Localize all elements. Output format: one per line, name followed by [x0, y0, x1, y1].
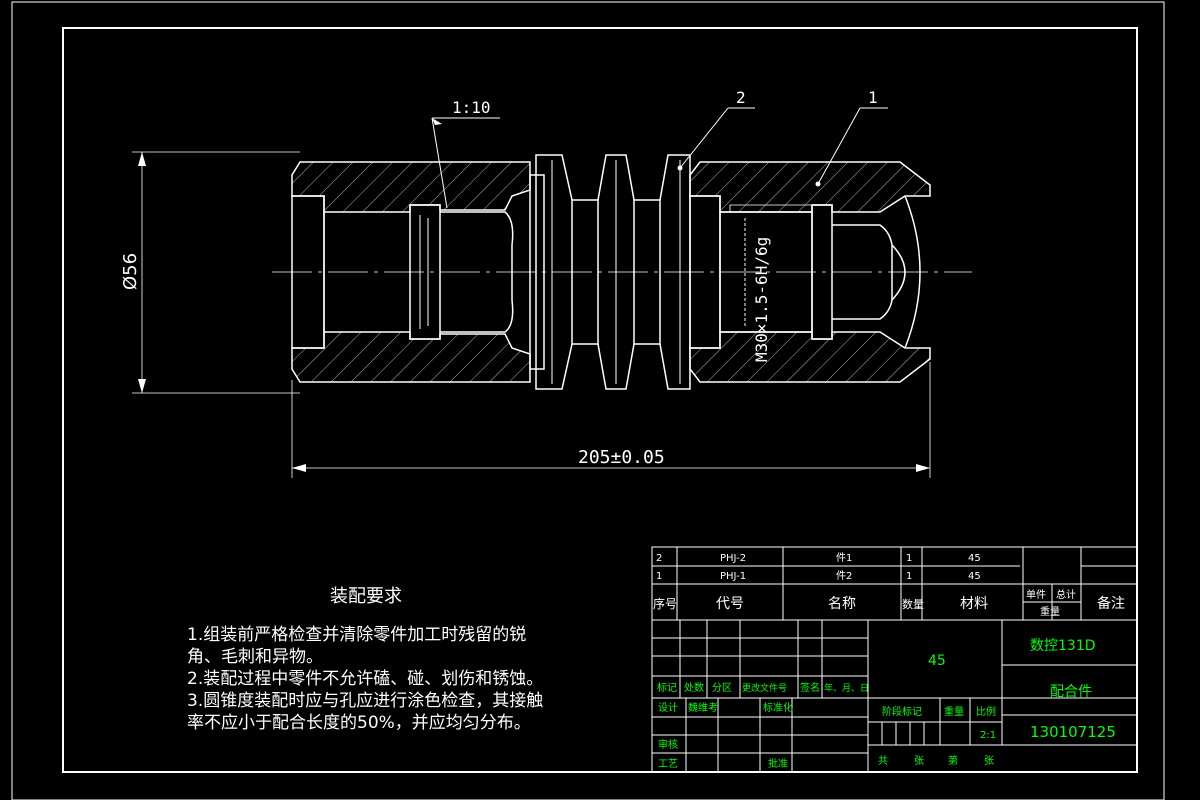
- svg-text:PHJ-2: PHJ-2: [720, 553, 746, 564]
- svg-text:2: 2: [656, 553, 662, 564]
- left-part: [291, 161, 531, 383]
- school-name: 数控131D: [1030, 638, 1096, 654]
- svg-text:1: 1: [656, 571, 662, 582]
- outer-border: [11, 1, 1165, 800]
- part-name: 配合件: [1050, 684, 1092, 700]
- requirement-line: 角、毛刺和异物。: [187, 647, 323, 667]
- svg-text:批准: 批准: [768, 757, 788, 770]
- drawing-number: 130107125: [1030, 723, 1116, 741]
- svg-text:序号: 序号: [653, 596, 677, 611]
- requirement-line: 3.圆锥度装配时应与孔应进行涂色检查，其接触: [187, 691, 544, 711]
- svg-text:第: 第: [948, 754, 958, 767]
- svg-text:重量: 重量: [1040, 605, 1060, 618]
- title-block-grid: [651, 546, 1138, 773]
- bom-table: 2 PHJ-2 件1 1 45 1 PHJ-1 件2 1 45 序号 代号 名称…: [653, 552, 1125, 618]
- svg-text:比例: 比例: [976, 705, 996, 718]
- taper-label: 1:10: [452, 98, 491, 117]
- svg-text:总计: 总计: [1056, 588, 1076, 601]
- requirements-title: 装配要求: [330, 586, 402, 607]
- taper-callout: 1:10: [431, 98, 500, 209]
- svg-text:材料: 材料: [960, 596, 988, 612]
- requirement-line: 率不应小于配合长度的50%，并应均匀分布。: [187, 713, 531, 733]
- svg-text:更改文件号: 更改文件号: [742, 682, 787, 694]
- svg-text:1: 1: [868, 88, 878, 107]
- thread-label: M30×1.5-6H/6g: [752, 237, 771, 362]
- svg-text:数量: 数量: [902, 598, 924, 611]
- svg-text:重量: 重量: [944, 705, 964, 718]
- material-value: 45: [928, 653, 946, 669]
- svg-text:45: 45: [968, 571, 981, 582]
- svg-text:签名: 签名: [800, 681, 820, 694]
- svg-text:分区: 分区: [712, 682, 732, 694]
- svg-text:标记: 标记: [657, 682, 677, 694]
- diameter-dimension: Ø56: [120, 151, 300, 394]
- svg-text:件1: 件1: [836, 552, 852, 564]
- svg-text:代号: 代号: [716, 596, 744, 612]
- scale-value: 2:1: [980, 730, 996, 741]
- svg-text:1: 1: [906, 553, 912, 564]
- svg-text:设计: 设计: [658, 701, 678, 714]
- svg-text:45: 45: [968, 553, 981, 564]
- svg-text:张: 张: [914, 755, 924, 767]
- svg-text:年、月、日: 年、月、日: [824, 682, 869, 694]
- svg-text:件2: 件2: [836, 570, 852, 582]
- svg-text:2: 2: [736, 88, 746, 107]
- requirement-line: 2.装配过程中零件不允许磕、碰、划伤和锈蚀。: [187, 669, 544, 689]
- svg-text:魏维考: 魏维考: [688, 701, 718, 714]
- length-label: 205±0.05: [578, 447, 665, 468]
- right-part: [689, 161, 931, 383]
- svg-text:工艺: 工艺: [658, 758, 678, 770]
- svg-text:PHJ-1: PHJ-1: [720, 571, 746, 582]
- inner-border: [62, 27, 1138, 773]
- diameter-label: Ø56: [120, 253, 141, 290]
- svg-text:共: 共: [878, 755, 888, 767]
- svg-text:单件: 单件: [1026, 589, 1046, 601]
- svg-text:名称: 名称: [828, 596, 856, 612]
- balloon-1: 1: [815, 88, 888, 187]
- requirement-line: 1.组装前严格检查并清除零件加工时残留的锐: [187, 625, 527, 645]
- svg-text:审核: 审核: [658, 738, 678, 751]
- svg-text:阶段标记: 阶段标记: [882, 705, 922, 718]
- svg-text:处数: 处数: [684, 681, 704, 694]
- balloon-2: 2: [677, 88, 755, 171]
- svg-text:1: 1: [906, 571, 912, 582]
- svg-text:张: 张: [984, 755, 994, 767]
- title-block: 标记 处数 分区 更改文件号 签名 年、月、日 设计 魏维考 标准化 阶段标记 …: [657, 638, 1116, 770]
- svg-text:备注: 备注: [1097, 595, 1125, 612]
- length-dimension: 205±0.05: [291, 362, 931, 478]
- svg-text:标准化: 标准化: [763, 701, 793, 714]
